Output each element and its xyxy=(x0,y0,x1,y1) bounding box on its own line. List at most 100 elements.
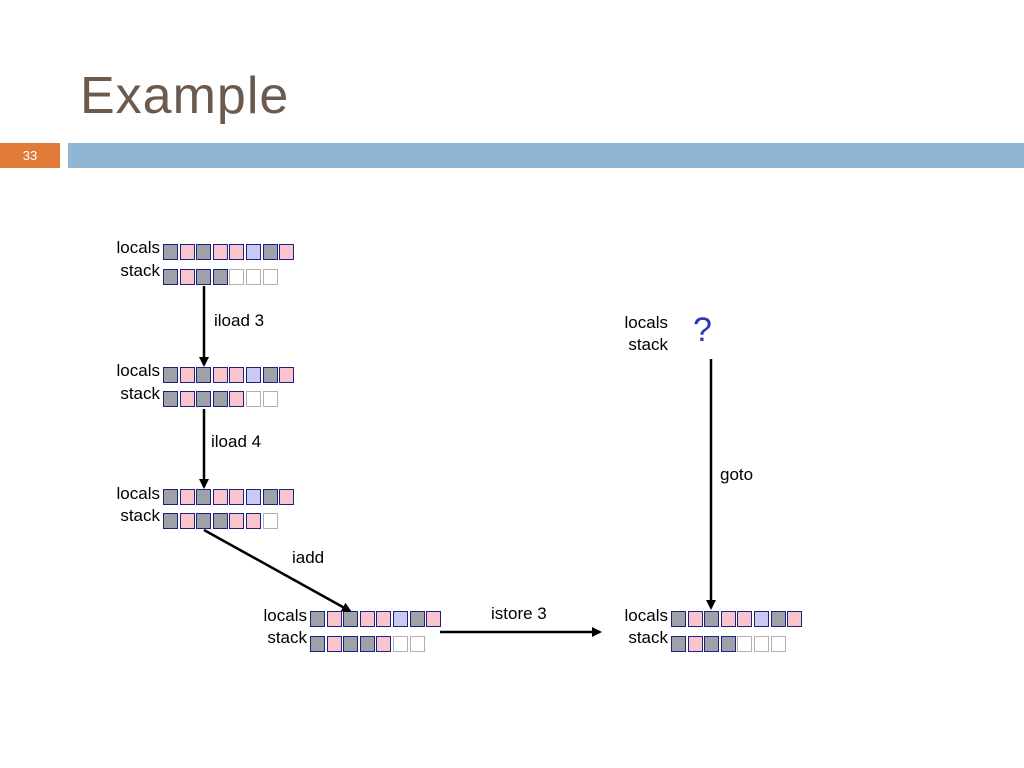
locals-cell xyxy=(310,611,325,627)
locals-label-2: locals xyxy=(116,361,160,380)
slide-number: 33 xyxy=(0,143,60,168)
stack-cells-4 xyxy=(310,636,426,652)
locals-cell xyxy=(770,611,786,627)
locals-cell xyxy=(179,367,195,383)
stack-cell xyxy=(409,636,425,652)
locals-cell xyxy=(196,244,212,260)
stack-cell xyxy=(737,636,753,652)
locals-cell xyxy=(262,244,278,260)
locals-cell xyxy=(279,367,295,383)
stack-cell xyxy=(179,391,195,407)
locals-cell xyxy=(326,611,342,627)
locals-cell xyxy=(163,489,178,505)
stack-cell xyxy=(245,391,261,407)
locals-cell xyxy=(245,244,261,260)
locals-label-3: locals xyxy=(116,484,160,503)
locals-cell xyxy=(262,367,278,383)
locals-label-4: locals xyxy=(263,606,307,625)
stack-cell xyxy=(196,391,212,407)
locals-label-5: locals xyxy=(624,606,668,625)
locals-cell xyxy=(409,611,425,627)
locals-cell xyxy=(245,367,261,383)
locals-cell xyxy=(262,489,278,505)
locals-cell xyxy=(720,611,736,627)
stack-cell xyxy=(753,636,769,652)
locals-cell xyxy=(229,244,245,260)
locals-cell xyxy=(212,489,228,505)
locals-cell xyxy=(671,611,686,627)
locals-cells-5 xyxy=(671,611,804,627)
stack-cell xyxy=(179,269,195,285)
stack-cell xyxy=(687,636,703,652)
stack-label-3: stack xyxy=(120,506,160,525)
stack-cell xyxy=(212,391,228,407)
locals-cell xyxy=(212,367,228,383)
stack-cell xyxy=(770,636,786,652)
stack-cell xyxy=(343,636,359,652)
stack-cells-5 xyxy=(671,636,787,652)
stack-cell xyxy=(163,269,178,285)
locals-cell xyxy=(179,244,195,260)
locals-cell xyxy=(359,611,375,627)
locals-cell xyxy=(376,611,392,627)
locals-cell xyxy=(704,611,720,627)
stack-cell xyxy=(359,636,375,652)
locals-cell xyxy=(229,367,245,383)
instr-iload3: iload 3 xyxy=(214,311,265,330)
stack-label-4: stack xyxy=(267,628,307,647)
locals-cell xyxy=(279,489,295,505)
stack-cell xyxy=(196,269,212,285)
stack-cells-1 xyxy=(163,269,279,285)
stack-cell xyxy=(229,391,245,407)
stack-cell xyxy=(229,513,245,529)
stack-cells-2 xyxy=(163,391,279,407)
stack-cells-3 xyxy=(163,513,279,529)
instr-iload4: iload 4 xyxy=(211,432,262,451)
locals-cell xyxy=(392,611,408,627)
stack-cell xyxy=(262,391,278,407)
stack-cell xyxy=(196,513,212,529)
stack-cell xyxy=(245,269,261,285)
locals-cell xyxy=(279,244,295,260)
stack-cell xyxy=(163,391,178,407)
stack-cell xyxy=(163,513,178,529)
locals-cell xyxy=(245,489,261,505)
locals-cell xyxy=(196,489,212,505)
stack-cell xyxy=(720,636,736,652)
unknown-state-mark: ? xyxy=(693,311,712,349)
stack-cell xyxy=(212,269,228,285)
locals-cell xyxy=(163,244,178,260)
stack-label-unknown: stack xyxy=(628,335,668,354)
stack-label-2: stack xyxy=(120,384,160,403)
locals-cell xyxy=(196,367,212,383)
header-bar xyxy=(68,143,1024,168)
stack-cell xyxy=(376,636,392,652)
locals-cell xyxy=(426,611,442,627)
instr-goto: goto xyxy=(720,465,754,484)
locals-cell xyxy=(753,611,769,627)
instr-iadd: iadd xyxy=(292,548,325,567)
stack-cell xyxy=(212,513,228,529)
locals-cell xyxy=(179,489,195,505)
locals-cell xyxy=(163,367,178,383)
locals-cell xyxy=(787,611,803,627)
stack-cell xyxy=(392,636,408,652)
stack-cell xyxy=(262,269,278,285)
stack-cell xyxy=(310,636,325,652)
stack-cell xyxy=(262,513,278,529)
stack-cell xyxy=(229,269,245,285)
instr-istore3: istore 3 xyxy=(491,604,547,623)
stack-cell xyxy=(704,636,720,652)
locals-label-1: locals xyxy=(116,238,160,257)
locals-label-unknown: locals xyxy=(624,313,668,332)
stack-cell xyxy=(245,513,261,529)
locals-cells-4 xyxy=(310,611,443,627)
arrow-iadd xyxy=(203,528,352,613)
locals-cells-2 xyxy=(163,367,296,383)
locals-cell xyxy=(229,489,245,505)
locals-cell xyxy=(687,611,703,627)
locals-cell xyxy=(737,611,753,627)
stack-label-5: stack xyxy=(628,628,668,647)
stack-cell xyxy=(179,513,195,529)
